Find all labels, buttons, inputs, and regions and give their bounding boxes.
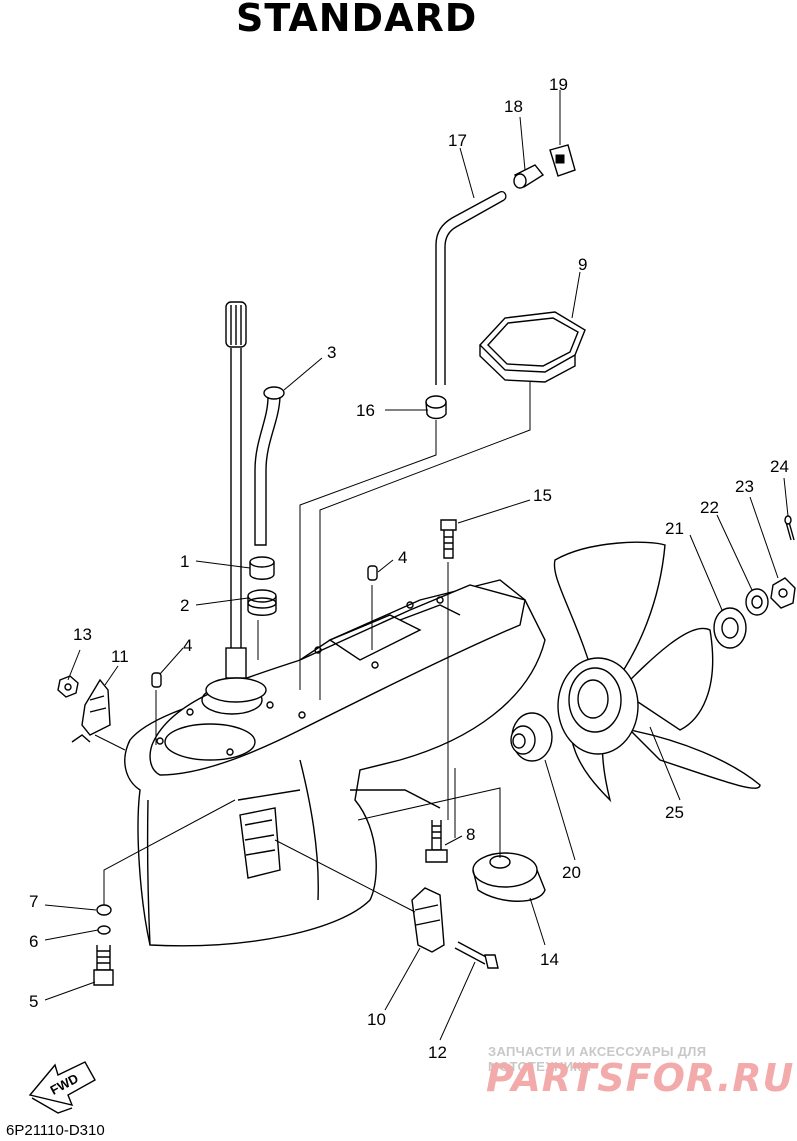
callout-5: 5 [29,992,38,1011]
bolt-part-15 [440,519,457,559]
drive-shaft [205,301,267,703]
callout-8: 8 [466,825,475,844]
gasket-part-9 [479,311,586,383]
grommet-part-16 [425,395,447,420]
watermark-logo: PARTSFOR.RU [486,1056,795,1100]
assembly-guide-lines [94,382,531,913]
drain-screw-part-5 [93,945,114,986]
bolt-part-12 [454,941,499,969]
callout-21: 21 [665,519,684,538]
callout-labels: 1 2 3 4 4 5 6 7 8 9 10 11 12 13 14 15 16… [29,75,789,1062]
callout-4b: 4 [183,636,192,655]
callout-12: 12 [428,1043,447,1062]
callout-24: 24 [770,457,789,476]
callout-14: 14 [540,950,559,969]
cotter-pin-part-24 [784,515,795,541]
callout-3: 3 [327,343,336,362]
callout-11: 11 [111,647,129,666]
nut-part-23 [770,577,796,609]
trim-tab-part-11 [71,678,111,743]
leader-lines [44,90,789,1041]
seal-part-18 [513,164,545,189]
grommet-part-1 [249,556,275,580]
water-pipe-part-17 [435,190,507,385]
callout-9: 9 [578,255,587,274]
holder-part-19 [549,144,576,177]
callout-7: 7 [29,892,38,911]
dowel-pin-part-4a [367,565,378,581]
callout-10: 10 [367,1010,386,1029]
callout-4a: 4 [398,548,407,567]
callout-6: 6 [29,932,38,951]
callout-15: 15 [533,486,552,505]
washer-part-7 [96,904,112,916]
callout-1: 1 [180,552,189,571]
anode-part-14 [472,852,546,902]
watermark-tagline: ЗАПЧАСТИ И АКСЕССУАРЫ ДЛЯ МОТОТЕХНИКИ [488,1044,707,1074]
diagram-title: STANDARD [236,0,478,40]
bushing-part-20 [510,712,553,762]
lower-case-housing [124,579,546,947]
callout-18: 18 [504,97,523,116]
anode-part-10 [411,887,445,953]
callout-17: 17 [448,131,467,150]
callout-13: 13 [73,625,92,644]
callout-25: 25 [665,803,684,822]
callout-20: 20 [562,863,581,882]
callout-16: 16 [356,401,375,420]
water-tube-part-3 [254,386,285,546]
dowel-pin-part-4b [151,672,162,688]
fwd-direction-arrow: FWD [28,1061,96,1114]
grommet-part-2 [247,589,277,616]
thrust-washer-part-21 [713,607,747,649]
bolt-part-8 [425,820,448,863]
washer-part-6 [97,925,111,935]
callout-19: 19 [549,75,568,94]
callout-22: 22 [700,498,719,517]
callout-23: 23 [735,477,754,496]
diagram-code: 6P21110-D310 [6,1122,105,1139]
callout-2: 2 [180,596,189,615]
propeller-part-25 [553,541,761,803]
washer-part-22 [745,588,769,616]
